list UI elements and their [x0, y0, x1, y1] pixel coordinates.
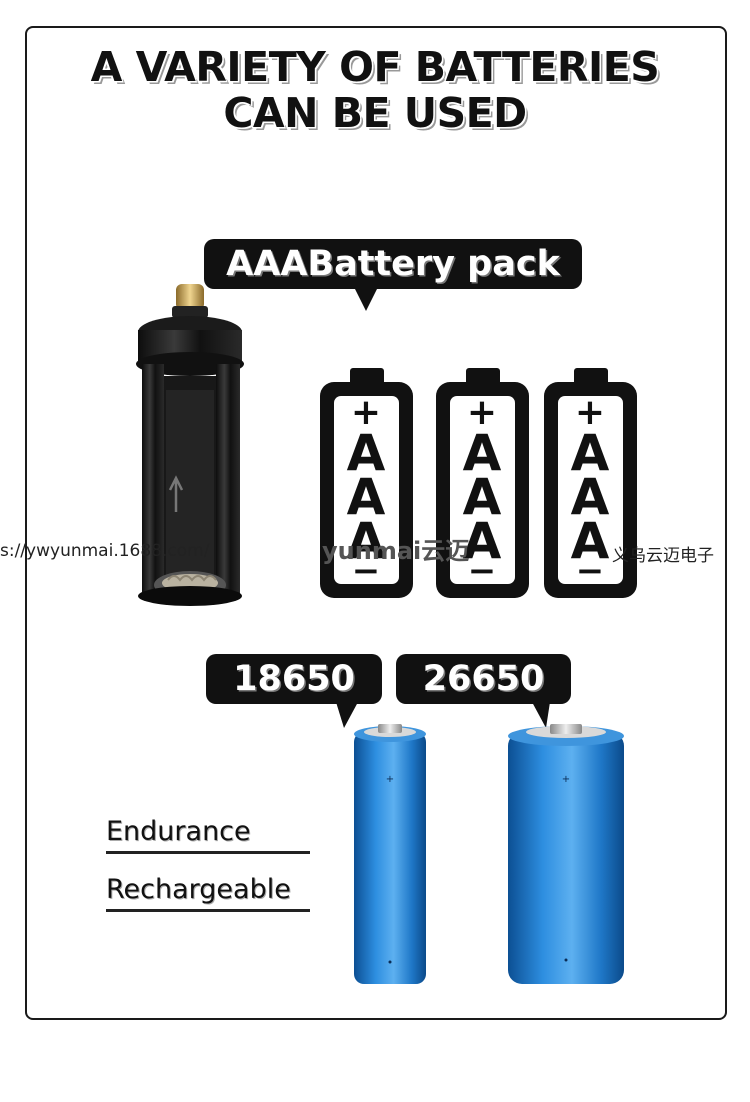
cell-18650-callout: 18650 [206, 654, 382, 728]
battery-label-a: A [463, 424, 502, 482]
battery-plus-sign: + [467, 392, 497, 433]
battery-label-a: A [571, 468, 610, 526]
cell-26650-image: + [508, 724, 624, 984]
svg-text:+: + [386, 774, 394, 785]
aaa-battery-icon-3: + A A A − [544, 368, 637, 598]
title-line-1: A VARIETY OF BATTERIES [90, 43, 660, 91]
cell-18650-image: + [354, 724, 426, 984]
feature-endurance: Endurance [106, 816, 310, 854]
battery-label-a: A [571, 424, 610, 482]
page-title: A VARIETY OF BATTERIES CAN BE USED [0, 44, 750, 136]
title-line-2: CAN BE USED [223, 89, 527, 137]
battery-label-a: A [571, 512, 610, 570]
battery-minus-sign: − [468, 551, 497, 591]
feature-rechargeable: Rechargeable [106, 874, 310, 912]
battery-label-a: A [347, 424, 386, 482]
svg-text:+: + [562, 774, 570, 785]
battery-label-a: A [347, 468, 386, 526]
battery-plus-sign: + [575, 392, 605, 433]
aaa-holder-image [136, 284, 244, 606]
battery-label-a: A [463, 468, 502, 526]
battery-minus-sign: − [352, 551, 381, 591]
battery-minus-sign: − [576, 551, 605, 591]
cell-26650-callout: 26650 [396, 654, 571, 728]
watermark-url: s://ywyunmai.1688.com/ [0, 541, 210, 561]
watermark-company: 义乌云迈电子 [612, 546, 714, 566]
aaa-pack-callout: AAABattery pack [204, 239, 582, 311]
battery-label-a: A [347, 512, 386, 570]
battery-plus-sign: + [351, 392, 381, 433]
battery-label-a: A [463, 512, 502, 570]
aaa-battery-icon-1: + A A A − [320, 368, 413, 598]
watermark-brand: yunmai云迈 [322, 537, 470, 565]
aaa-battery-icon-2: + A A A − [436, 368, 529, 598]
